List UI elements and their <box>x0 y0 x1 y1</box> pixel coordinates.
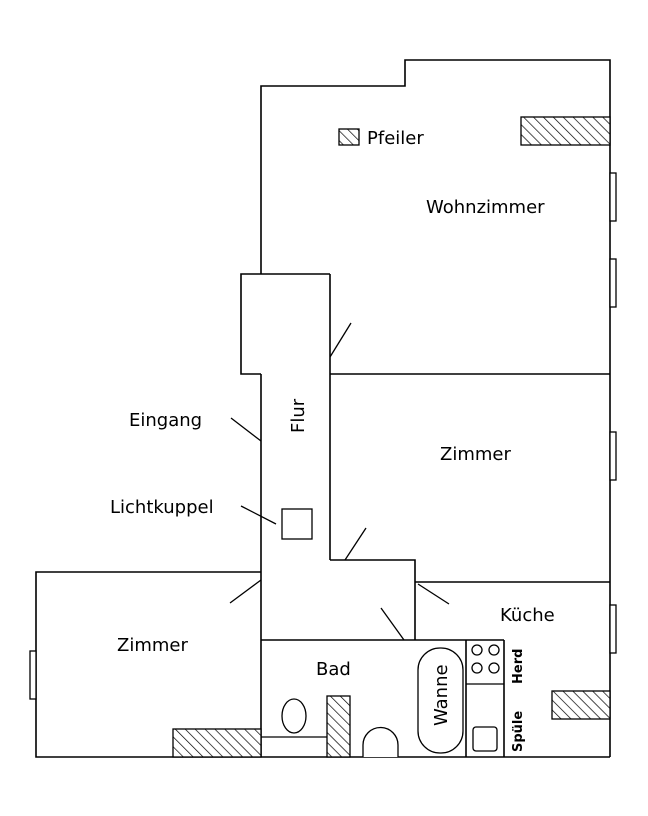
door-zimmer <box>344 527 367 561</box>
pillar-wohnzimmer <box>520 116 611 146</box>
flur-lower-wall <box>330 559 416 640</box>
pillar-kueche <box>551 690 611 720</box>
window-wohnzimmer-2 <box>609 258 617 308</box>
washbasin <box>281 698 307 734</box>
window-kueche <box>609 604 617 654</box>
burner-3 <box>471 662 483 674</box>
window-wohnzimmer-1 <box>609 172 617 222</box>
door-wohnzimmer <box>329 322 352 358</box>
label-wanne: Wanne <box>431 664 452 726</box>
window-zimmer-left <box>29 650 37 700</box>
burner-2 <box>488 644 500 656</box>
room-label-zimmer-left: Zimmer <box>117 635 188 656</box>
toilet <box>362 726 399 757</box>
room-label-bad: Bad <box>316 659 351 680</box>
lichtkuppel-pointer <box>240 505 277 525</box>
pillar-bad <box>326 695 351 758</box>
window-zimmer <box>609 431 617 481</box>
burner-1 <box>471 644 483 656</box>
legend-label-pfeiler: Pfeiler <box>367 128 424 149</box>
bathtub <box>417 647 464 754</box>
label-spuele: Spüle <box>511 711 526 752</box>
room-label-flur: Flur <box>288 398 309 433</box>
entrance-recess-wall <box>240 273 330 375</box>
sink <box>472 726 498 752</box>
door-zimmer-left <box>229 579 262 604</box>
pillar-legend-swatch <box>338 128 360 146</box>
door-bad <box>380 607 405 641</box>
label-herd: Herd <box>511 649 526 684</box>
burner-4 <box>488 662 500 674</box>
pillar-zimmer <box>172 728 262 758</box>
skylight <box>281 508 313 540</box>
room-label-kueche: Küche <box>500 605 555 626</box>
door-kueche <box>417 583 450 605</box>
label-eingang: Eingang <box>129 410 202 431</box>
room-label-wohnzimmer: Wohnzimmer <box>426 197 545 218</box>
eingang-pointer <box>230 417 262 442</box>
room-label-zimmer-right: Zimmer <box>440 444 511 465</box>
label-lichtkuppel: Lichtkuppel <box>110 497 214 518</box>
